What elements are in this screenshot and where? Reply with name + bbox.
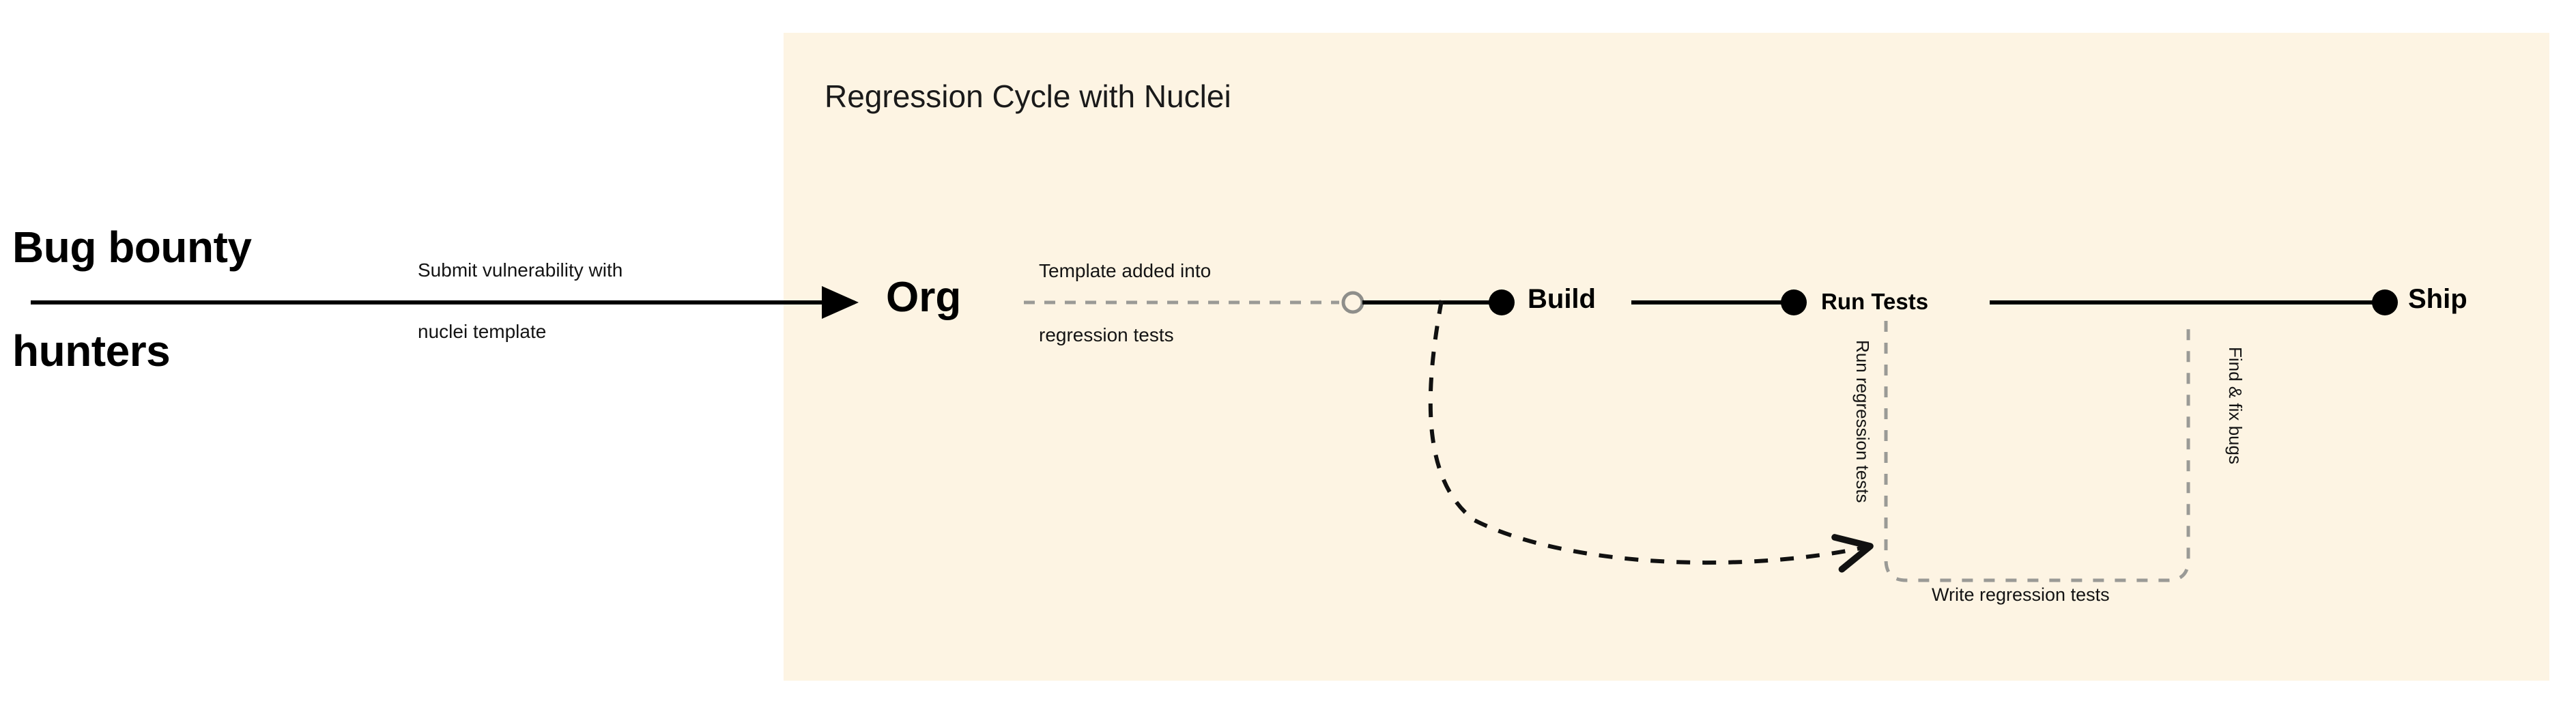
edge-label-submit-line2: nuclei template: [418, 321, 547, 342]
node-label-org[interactable]: Org: [886, 274, 962, 321]
edge-label-submit-line1: Submit vulnerability with: [418, 259, 623, 281]
node-junction-circle: [1341, 291, 1364, 314]
edge-feedback-curve: [1428, 300, 1874, 573]
node-runtests-dot: [1781, 289, 1807, 315]
node-label-build[interactable]: Build: [1528, 284, 1596, 314]
actor-label-line1: Bug bounty: [12, 223, 252, 272]
node-label-ship[interactable]: Ship: [2408, 284, 2467, 314]
panel-title: Regression Cycle with Nuclei: [825, 79, 1231, 114]
bracket-label-write-regression-tests: Write regression tests: [1932, 584, 2110, 605]
panel-background: [784, 33, 2549, 681]
bracket-regression-loop: [1884, 321, 2190, 582]
actor-label-line2: hunters: [12, 326, 171, 375]
bracket-label-find-fix-bugs: Find & fix bugs: [2225, 347, 2246, 464]
node-label-run-tests[interactable]: Run Tests: [1821, 289, 1929, 314]
node-ship-dot: [2372, 289, 2398, 315]
edge-label-template-line2: regression tests: [1039, 324, 1174, 345]
bracket-label-run-regression-tests: Run regression tests: [1852, 340, 1873, 503]
edge-label-template-line1: Template added into: [1039, 260, 1212, 281]
node-build-dot: [1489, 289, 1515, 315]
